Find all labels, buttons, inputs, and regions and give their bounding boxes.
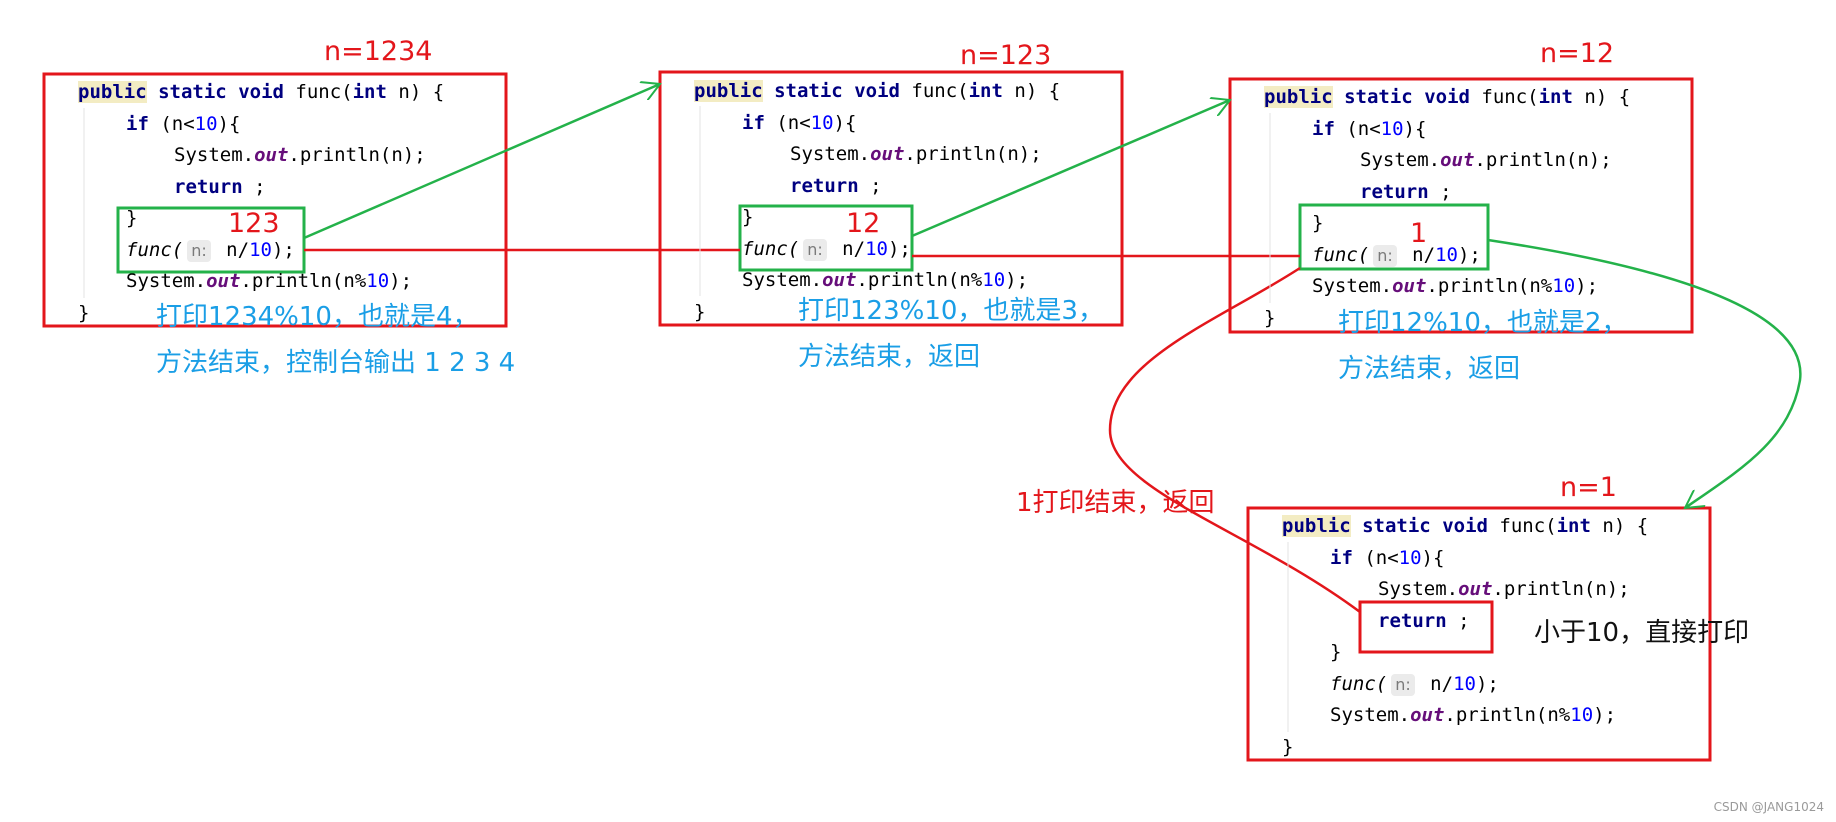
code-close-method: }	[694, 300, 706, 323]
frame-box-n12	[1228, 77, 1694, 334]
code-close-method: }	[1264, 306, 1276, 329]
note-frame1-line2: 方法结束，控制台输出 1 2 3 4	[156, 348, 516, 378]
return-curve	[1108, 266, 1361, 614]
code-print-mod: System.out.println(n%10);	[742, 269, 1029, 291]
call-arrow-1	[303, 84, 660, 240]
code-print-mod: System.out.println(n%10);	[1330, 704, 1617, 726]
call-box-2	[738, 204, 914, 272]
call-arrow-2	[911, 100, 1230, 238]
frame-label-n12: n=12	[1540, 38, 1615, 69]
code-call: func(n: n/10);	[1330, 672, 1499, 696]
arg-label-123: 123	[228, 208, 280, 239]
frame-box-n123	[658, 70, 1124, 327]
code-call: func(n: n/10);	[1312, 243, 1481, 267]
code-block-n1234: public static void func(int n) { if (n<1…	[78, 77, 444, 329]
code-close-method: }	[1282, 735, 1294, 758]
frame-label-n1234: n=1234	[324, 36, 433, 67]
return-box	[1358, 600, 1494, 654]
note-frame1-line1: 打印1234%10，也就是4，	[156, 302, 479, 332]
watermark: CSDN @JANG1024	[1713, 800, 1824, 814]
code-close-method: }	[78, 301, 90, 324]
code-print-n: System.out.println(n);	[174, 144, 426, 166]
code-signature: public static void func(int n) {	[1282, 515, 1649, 537]
code-call: func(n: n/10);	[126, 238, 295, 262]
note-frame2-line2: 方法结束，返回	[798, 342, 981, 372]
code-block-n1: public static void func(int n) { if (n<1…	[1282, 511, 1648, 763]
call-box-3	[1298, 203, 1490, 271]
arg-label-1: 1	[1410, 218, 1428, 249]
code-if: if (n<10){	[742, 111, 857, 134]
code-return: return ;	[174, 175, 266, 198]
code-block-n123: public static void func(int n) { if (n<1…	[694, 76, 1060, 328]
code-if: if (n<10){	[1312, 117, 1427, 140]
code-print-mod: System.out.println(n%10);	[1312, 275, 1599, 297]
code-print-mod: System.out.println(n%10);	[126, 270, 413, 292]
code-call: func(n: n/10);	[742, 237, 911, 261]
note-base-case: 小于10，直接打印	[1534, 618, 1750, 648]
code-signature: public static void func(int n) {	[694, 80, 1061, 102]
code-close-if: }	[126, 207, 138, 229]
code-close-if: }	[1330, 641, 1342, 663]
arg-label-12: 12	[846, 208, 881, 239]
code-signature: public static void func(int n) {	[78, 81, 445, 103]
code-print-n: System.out.println(n);	[790, 143, 1042, 165]
frame-label-n1: n=1	[1560, 472, 1617, 503]
code-signature: public static void func(int n) {	[1264, 86, 1631, 108]
code-print-n: System.out.println(n);	[1360, 149, 1612, 171]
code-if: if (n<10){	[1330, 546, 1445, 569]
code-print-n: System.out.println(n);	[1378, 578, 1630, 600]
frame-box-n1234	[42, 72, 508, 328]
frame-label-n123: n=123	[960, 40, 1052, 71]
note-frame3-line1: 打印12%10，也就是2，	[1338, 308, 1628, 338]
note-frame3-line2: 方法结束，返回	[1338, 354, 1521, 384]
code-close-if: }	[742, 206, 754, 228]
code-close-if: }	[1312, 212, 1324, 234]
code-block-n12: public static void func(int n) { if (n<1…	[1264, 82, 1630, 334]
call-box-1	[116, 206, 306, 274]
note-return: 1打印结束，返回	[1016, 488, 1215, 518]
code-return: return ;	[790, 174, 882, 197]
code-return: return ;	[1360, 180, 1452, 203]
code-return: return ;	[1378, 609, 1470, 632]
code-if: if (n<10){	[126, 112, 241, 135]
note-frame2-line1: 打印123%10，也就是3，	[798, 296, 1104, 326]
frame-box-n1	[1246, 506, 1712, 762]
call-arrow-3	[1487, 238, 1802, 508]
